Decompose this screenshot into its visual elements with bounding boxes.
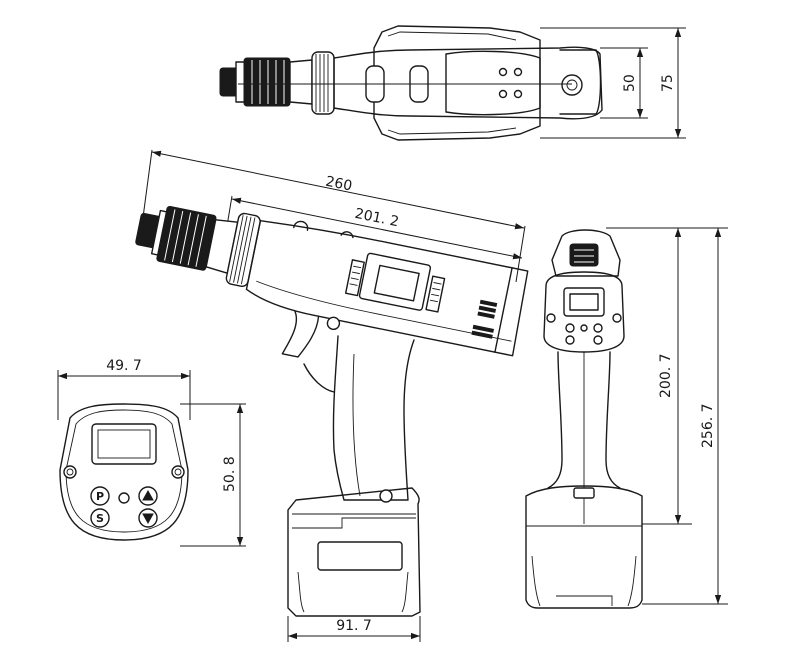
front-nose <box>551 229 621 277</box>
side-trigger <box>281 310 320 358</box>
front-handle <box>547 351 621 489</box>
side-housing <box>245 220 529 357</box>
panel-indicator <box>118 492 130 504</box>
panel-key-s[interactable] <box>90 508 110 528</box>
top-center-panel <box>445 50 541 116</box>
dim-label-260: 260 <box>324 174 353 195</box>
dim-label-917: 91. 7 <box>336 618 372 634</box>
top-adjust-ring <box>311 51 335 115</box>
dim-label-75: 75 <box>660 74 676 92</box>
dim-label-508: 50. 8 <box>222 456 238 492</box>
dim-label-50: 50 <box>622 74 638 92</box>
panel-key-s-label: S <box>96 512 104 525</box>
side-display <box>358 252 432 311</box>
top-nose-cone <box>289 59 313 105</box>
side-view: 260 201. 2 <box>135 149 529 642</box>
panel-display <box>91 423 157 465</box>
front-battery <box>525 485 643 609</box>
dim-label-497: 49. 7 <box>106 358 142 374</box>
triangle-down-icon <box>142 513 154 525</box>
top-view: 50 75 <box>219 25 686 141</box>
triangle-up-icon <box>142 489 154 501</box>
dim-line-201 <box>231 197 523 260</box>
panel-key-p[interactable] <box>90 486 110 506</box>
dim-label-2007: 200. 7 <box>658 353 674 398</box>
side-battery-label <box>317 541 403 571</box>
top-body-outline <box>333 46 603 120</box>
panel-screw-right <box>171 465 185 479</box>
front-display <box>563 287 605 317</box>
dim-label-2567: 256. 7 <box>700 403 716 448</box>
top-sleeve-knurl <box>251 60 285 104</box>
top-rear-screw <box>561 74 583 96</box>
top-grip-outline <box>373 25 541 141</box>
side-battery <box>287 487 421 617</box>
top-rear-cap <box>559 49 602 115</box>
top-ring-ribs <box>315 54 329 112</box>
panel-outer <box>59 403 189 541</box>
front-head <box>543 271 625 353</box>
side-handle <box>332 335 415 501</box>
panel-screw-left <box>63 465 77 479</box>
dim-label-201: 201. 2 <box>353 206 400 231</box>
top-grip-inner <box>387 31 517 135</box>
top-clutch-sleeve <box>243 57 291 107</box>
front-view: 200. 7 256. 7 <box>525 227 728 609</box>
panel-key-p-label: P <box>96 490 104 503</box>
side-tool-body <box>135 205 529 358</box>
panel-view: P S 49. 7 50. 8 <box>57 358 246 547</box>
